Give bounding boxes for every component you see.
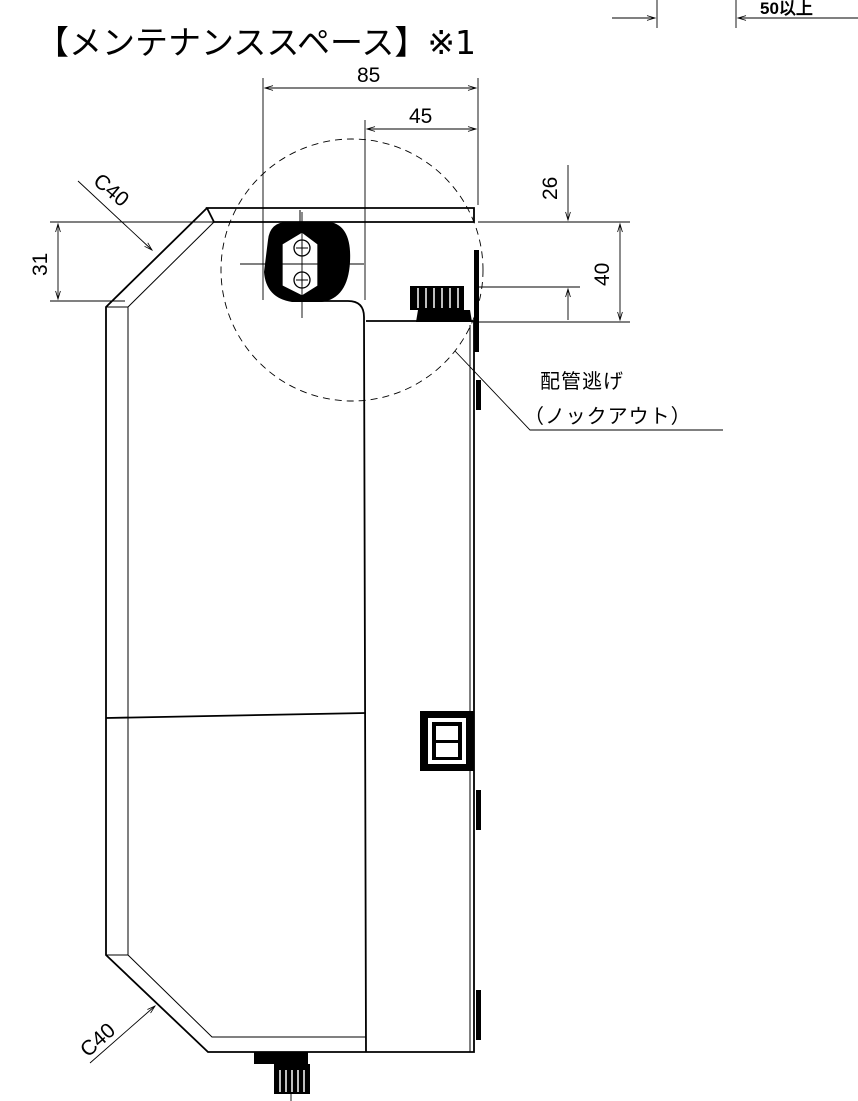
chamfer-top-annotation: C40 (77, 169, 154, 251)
dim-45-label: 45 (409, 105, 432, 128)
dim-31-label: 31 (29, 253, 52, 276)
enclosure-body (105, 207, 481, 1053)
dimension-26-40: 26 40 (478, 165, 630, 323)
clearance-label: 50以上 (760, 0, 813, 18)
chamfer-bottom-label: C40 (76, 1019, 120, 1062)
dimension-45: 45 (364, 105, 478, 300)
lock-knob-icon (240, 212, 364, 318)
pipe-knockout-label-2: （ノックアウト） (524, 404, 692, 428)
dim-26-label: 26 (539, 177, 562, 200)
dimension-31: 31 (29, 221, 300, 302)
side-switch-box (420, 711, 474, 771)
cable-gland-bottom (254, 1052, 310, 1101)
drawing-title: 【メンテナンススペース】※1 (36, 23, 476, 62)
dim-40-label: 40 (591, 263, 614, 286)
dimension-85: 85 (262, 64, 479, 300)
chamfer-top-label: C40 (89, 169, 133, 211)
dim-85-label: 85 (357, 64, 380, 87)
cable-gland-top (410, 286, 472, 322)
pipe-knockout-label-1: 配管逃げ (540, 369, 624, 393)
top-bracket (214, 210, 360, 223)
maintenance-space-circle (220, 138, 484, 402)
top-right-clearance-dimension: 50以上 (612, 0, 858, 28)
chamfer-bottom-annotation: C40 (76, 1005, 157, 1064)
pipe-knockout-leader: 配管逃げ （ノックアウト） (454, 350, 723, 431)
